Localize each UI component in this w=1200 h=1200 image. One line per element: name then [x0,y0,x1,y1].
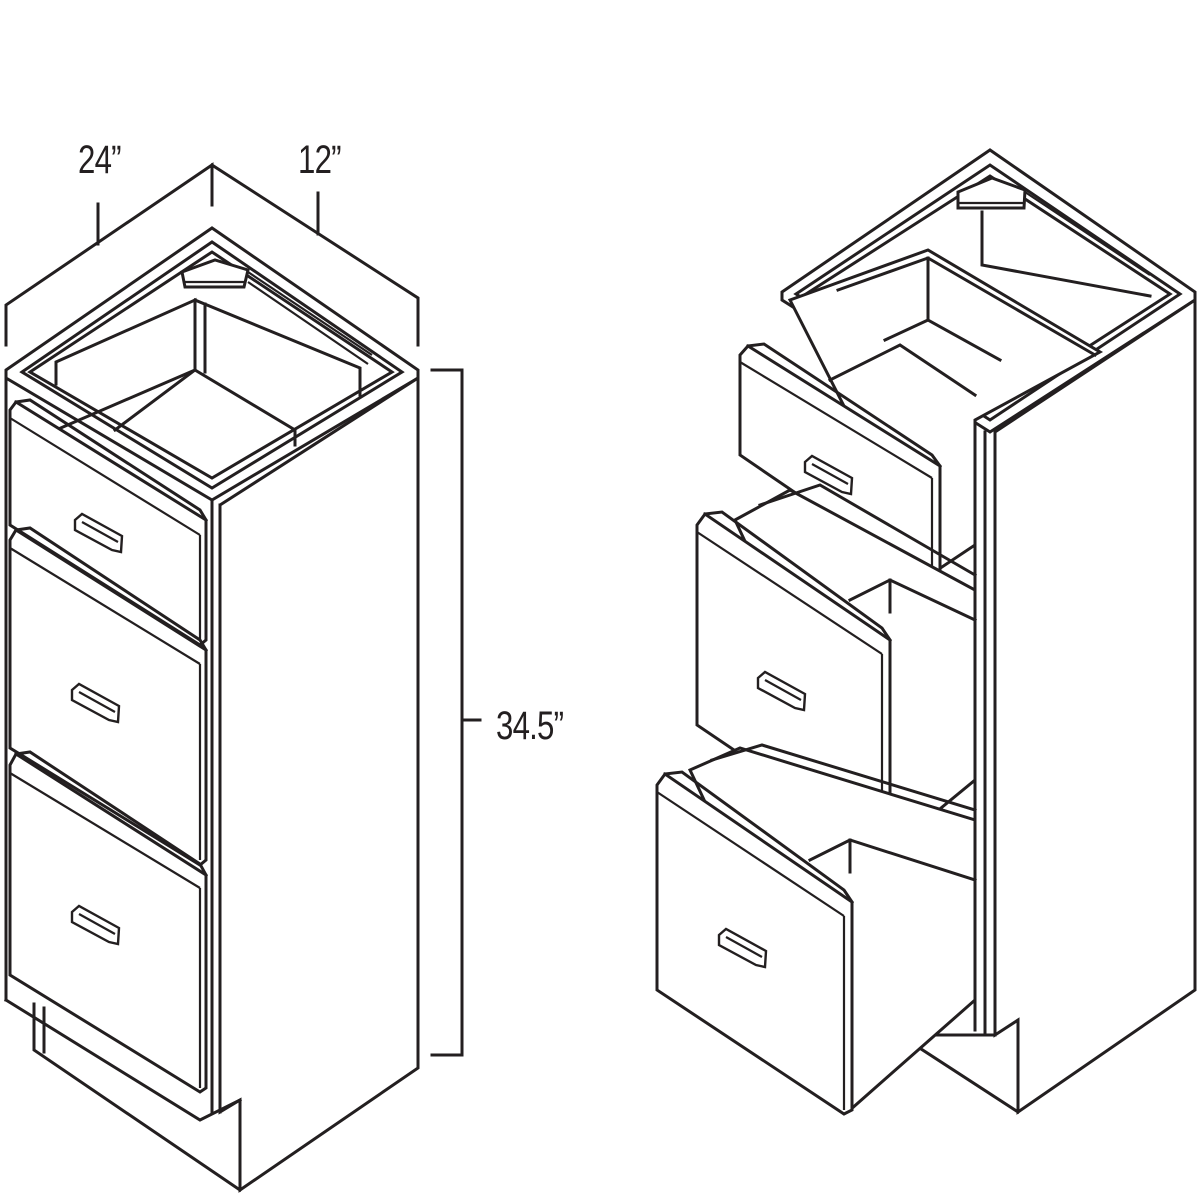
width-label: 24” [78,138,122,182]
drawer-top [8,398,209,647]
drawer-bottom [8,750,209,1094]
drawer-middle [8,526,209,867]
drawer-pull [803,454,854,496]
dimension-lines [4,162,482,1057]
cabinet-side-panel [218,375,420,1193]
depth-dimension-line [209,162,420,347]
width-dimension-line [4,162,214,347]
corner-brace [956,176,1027,210]
drawer-pull [70,904,121,946]
drawer-middle-open [695,483,978,853]
drawer-pull [73,512,124,554]
toe-kick [32,1002,243,1193]
cabinet-top-inner [19,240,405,490]
cabinet-closed [3,226,420,1193]
drawer-pull [756,670,807,712]
corner-brace [180,258,250,289]
depth-label: 12” [298,138,342,182]
cabinet-side-panel [993,297,1197,1115]
drawer-bottom-open [655,743,977,1116]
height-dimension-line [430,368,464,1057]
toe-kick [912,1042,1021,1115]
drawer-pull [70,682,121,724]
drawer-pull [717,927,768,969]
cabinet-open [655,148,1197,1116]
height-label: 34.5” [496,704,564,748]
